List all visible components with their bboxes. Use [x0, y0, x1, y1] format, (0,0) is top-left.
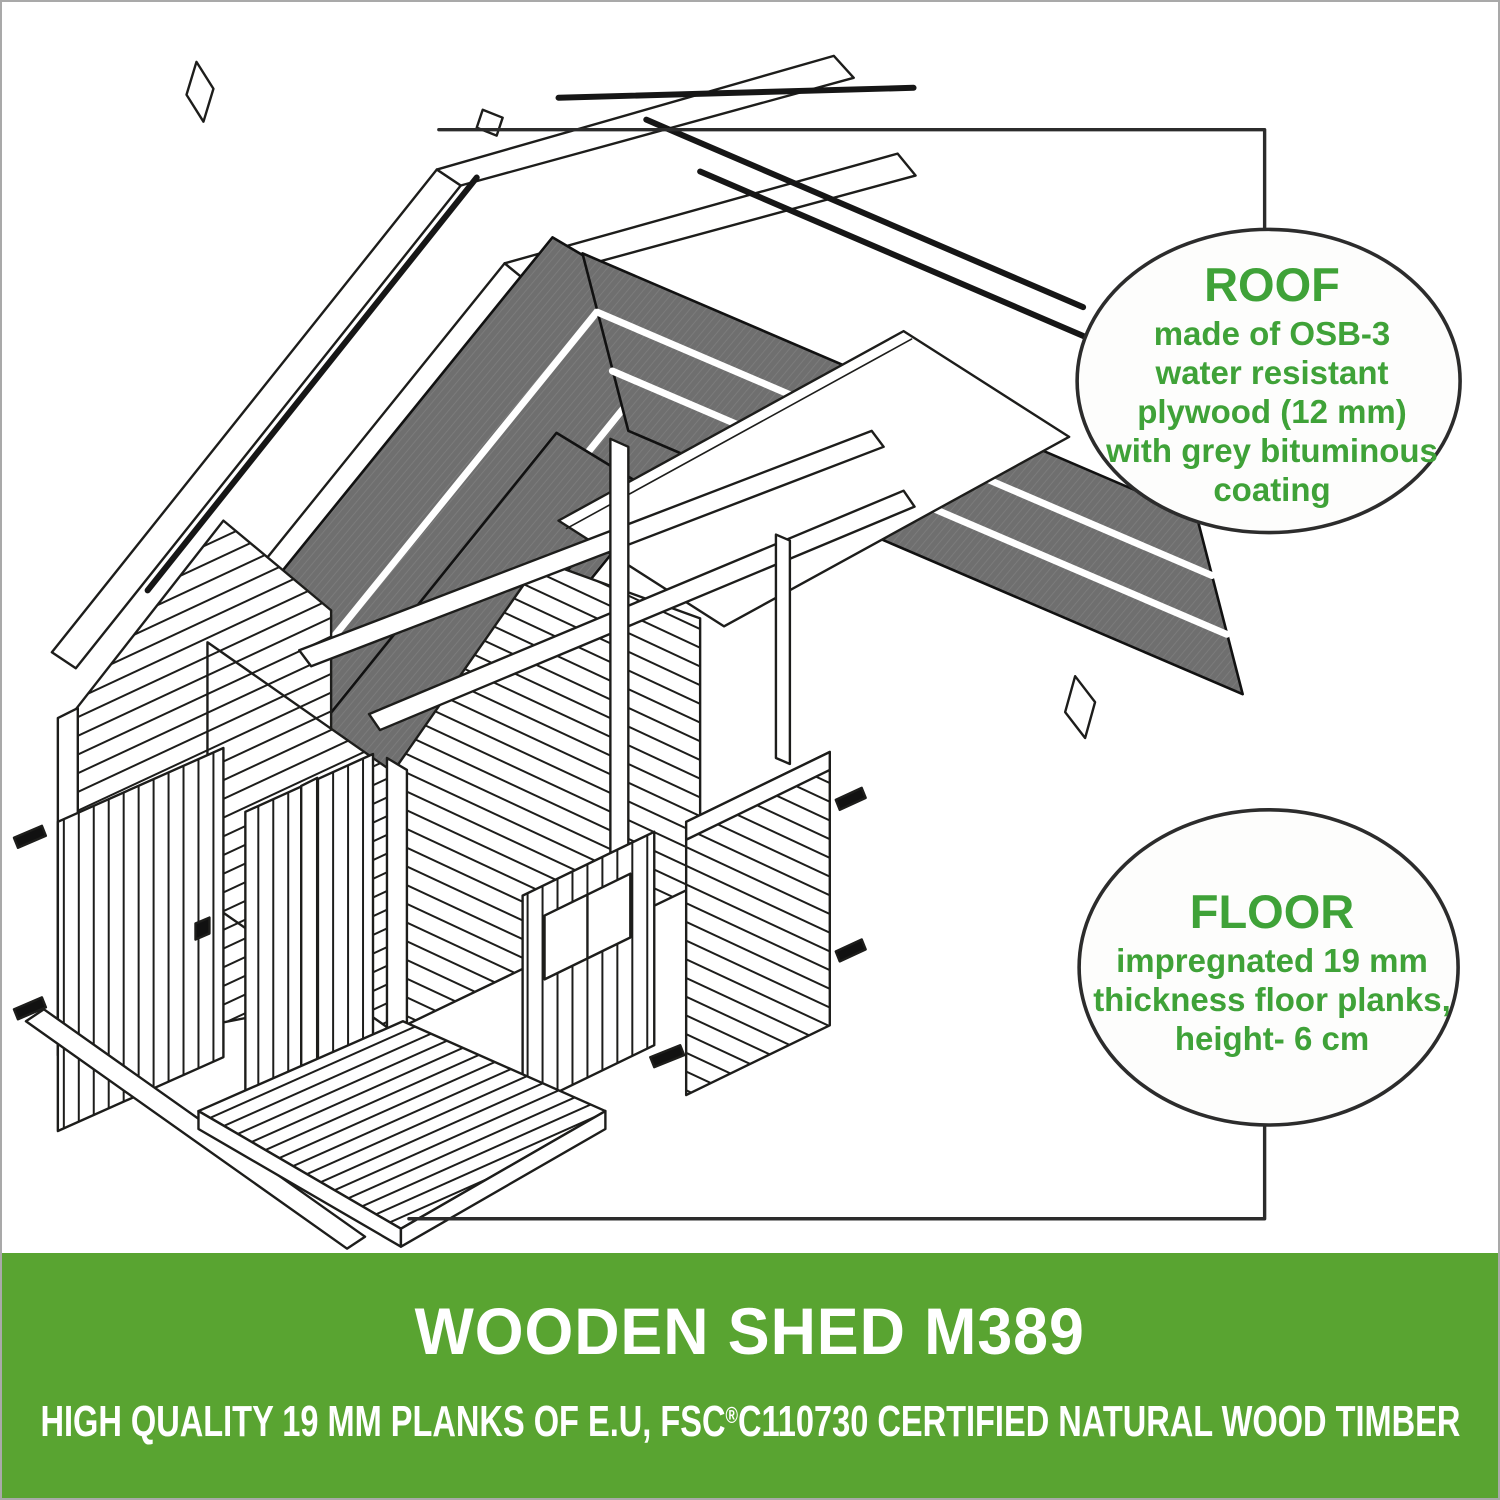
- roof-trim-rhombus: [1063, 675, 1097, 740]
- callout-graphics: [407, 127, 1462, 1221]
- registered-trademark-mark: ®: [725, 1402, 738, 1429]
- floor-assembly: [24, 1008, 607, 1250]
- door-hinge: [649, 1044, 686, 1069]
- roof-callout-connector: [437, 127, 1267, 234]
- wall-assembly: [56, 429, 916, 1111]
- roof-fascia-board: [503, 152, 917, 283]
- batten-end-rhombus: [475, 108, 504, 137]
- wall-corner-trim: [385, 756, 409, 1041]
- product-banner: WOODEN SHED M389 HIGH QUALITY 19 MM PLAN…: [2, 1253, 1498, 1498]
- roof-batten: [144, 174, 480, 594]
- rafter-beam: [298, 429, 885, 668]
- door-hinge: [12, 824, 48, 849]
- product-subtitle: HIGH QUALITY 19 MM PLANKS OF E.U, FSC®C1…: [40, 1397, 1460, 1447]
- door-stile-board: [300, 776, 319, 1103]
- roof-trim-rhombus: [185, 60, 215, 123]
- door-leaves: [12, 746, 867, 1157]
- floor-callout-connector: [407, 1123, 1267, 1221]
- floor-deck-edge: [399, 1109, 607, 1248]
- product-subtitle-suffix: C110730 CERTIFIED NATURAL WOOD TIMBER: [737, 1397, 1460, 1446]
- door-handle: [194, 916, 211, 941]
- roof-batten: [555, 84, 917, 101]
- door-hinge: [834, 938, 867, 963]
- loose-trim-plank: [774, 533, 792, 766]
- door-hinge: [12, 996, 48, 1021]
- roof-callout-circle: [1075, 227, 1462, 535]
- roof-batten: [643, 116, 1087, 311]
- product-title: WOODEN SHED M389: [414, 1294, 1086, 1368]
- floor-callout-circle: [1077, 808, 1460, 1127]
- product-subtitle-prefix: HIGH QUALITY 19 MM PLANKS OF E.U, FSC: [40, 1397, 726, 1446]
- wall-top-cap: [684, 750, 831, 841]
- floor-bearer-board: [24, 1008, 367, 1250]
- door-hinge: [834, 786, 867, 812]
